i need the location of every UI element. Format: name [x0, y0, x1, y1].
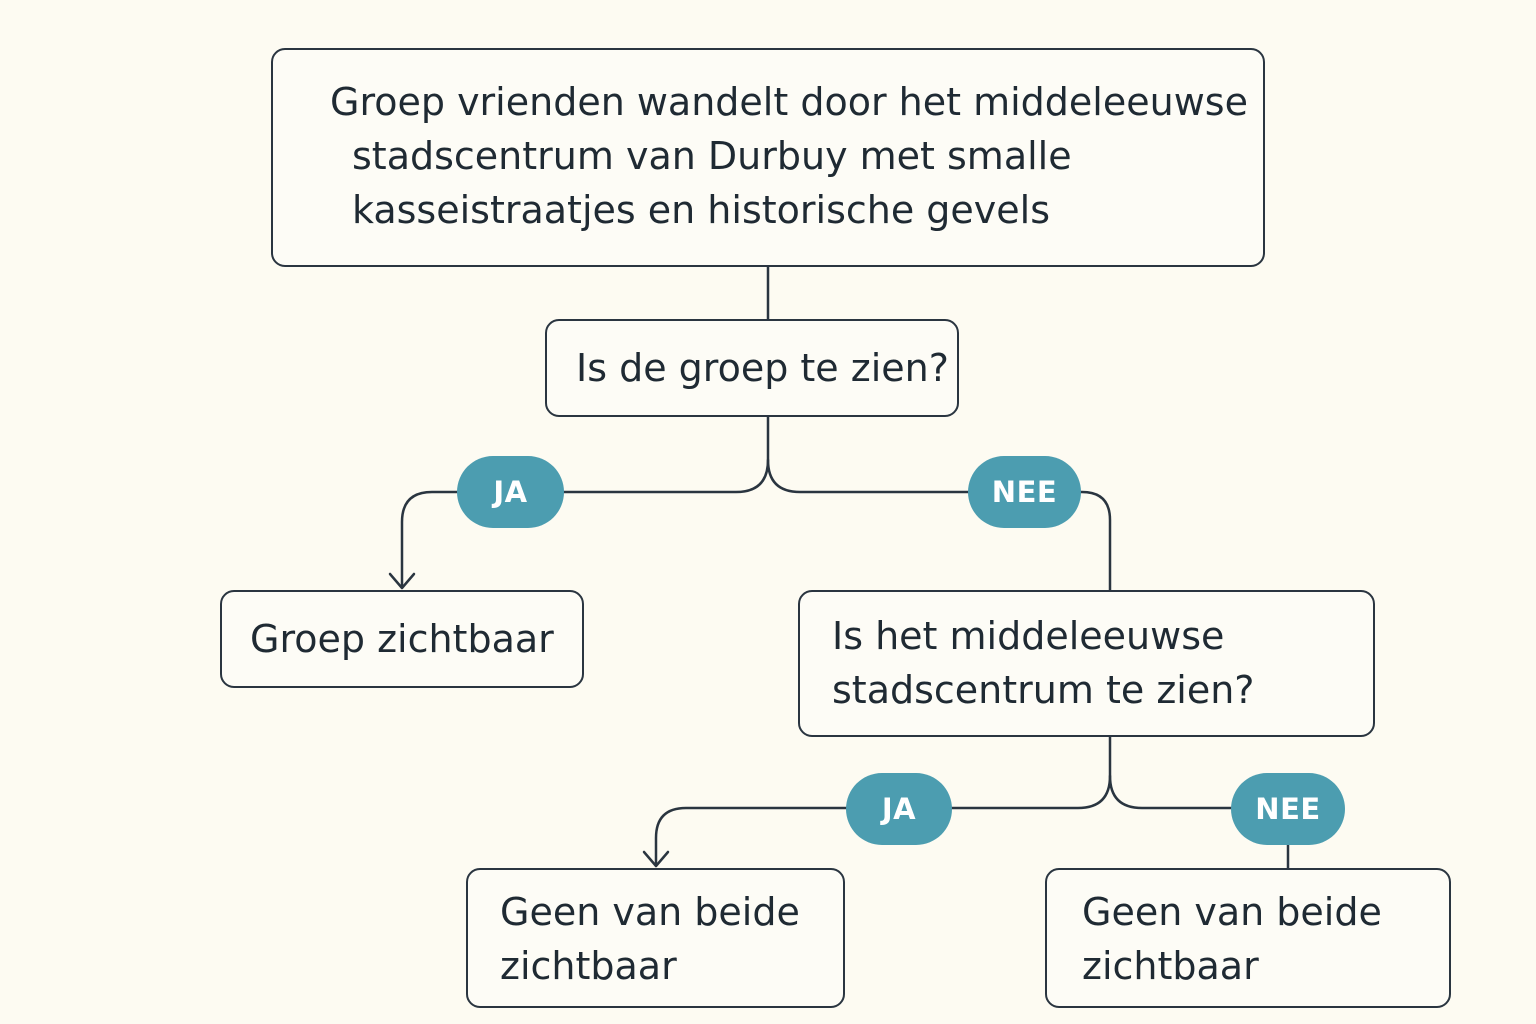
question-center-visible-text: Is het middeleeuwse stadscentrum te zien… [832, 609, 1254, 717]
result-neither-left-node [466, 868, 845, 1008]
q1-no-badge: NEE [968, 456, 1081, 528]
connector-q1-no [766, 458, 1112, 592]
connector-q2-yes-arrowhead [642, 850, 670, 868]
result-neither-right-line-1: Geen van beide [1082, 890, 1382, 934]
result-group-visible-node [220, 590, 584, 688]
root-line-2: stadscentrum van Durbuy met smalle [352, 134, 1072, 178]
result-neither-right-node [1045, 868, 1451, 1008]
root-node-text: Groep vrienden wandelt door het middelee… [330, 75, 1248, 237]
question-group-visible-node [545, 319, 959, 417]
question-group-visible-text: Is de groep te zien? [576, 346, 949, 390]
result-group-visible-text: Groep zichtbaar [250, 617, 554, 661]
q1-yes-badge: JA [457, 456, 564, 528]
question-center-visible-node [798, 590, 1375, 737]
result-neither-left-text: Geen van beide zichtbaar [500, 885, 800, 993]
question-center-line-1: Is het middeleeuwse [832, 614, 1225, 658]
question-center-line-2: stadscentrum te zien? [832, 668, 1255, 712]
root-line-3: kasseistraatjes en historische gevels [352, 188, 1051, 232]
result-neither-right-line-2: zichtbaar [1082, 944, 1259, 988]
connector-q1-yes-arrowhead [388, 572, 416, 590]
result-neither-left-line-1: Geen van beide [500, 890, 800, 934]
result-neither-right-text: Geen van beide zichtbaar [1082, 885, 1382, 993]
root-line-1: Groep vrienden wandelt door het middelee… [330, 80, 1248, 124]
q2-yes-badge: JA [846, 773, 952, 845]
connector-q2-no [1108, 774, 1290, 871]
connector-q1-yes [400, 414, 770, 588]
result-neither-left-line-2: zichtbaar [500, 944, 677, 988]
q2-no-badge: NEE [1231, 773, 1345, 845]
root-node [271, 48, 1265, 267]
